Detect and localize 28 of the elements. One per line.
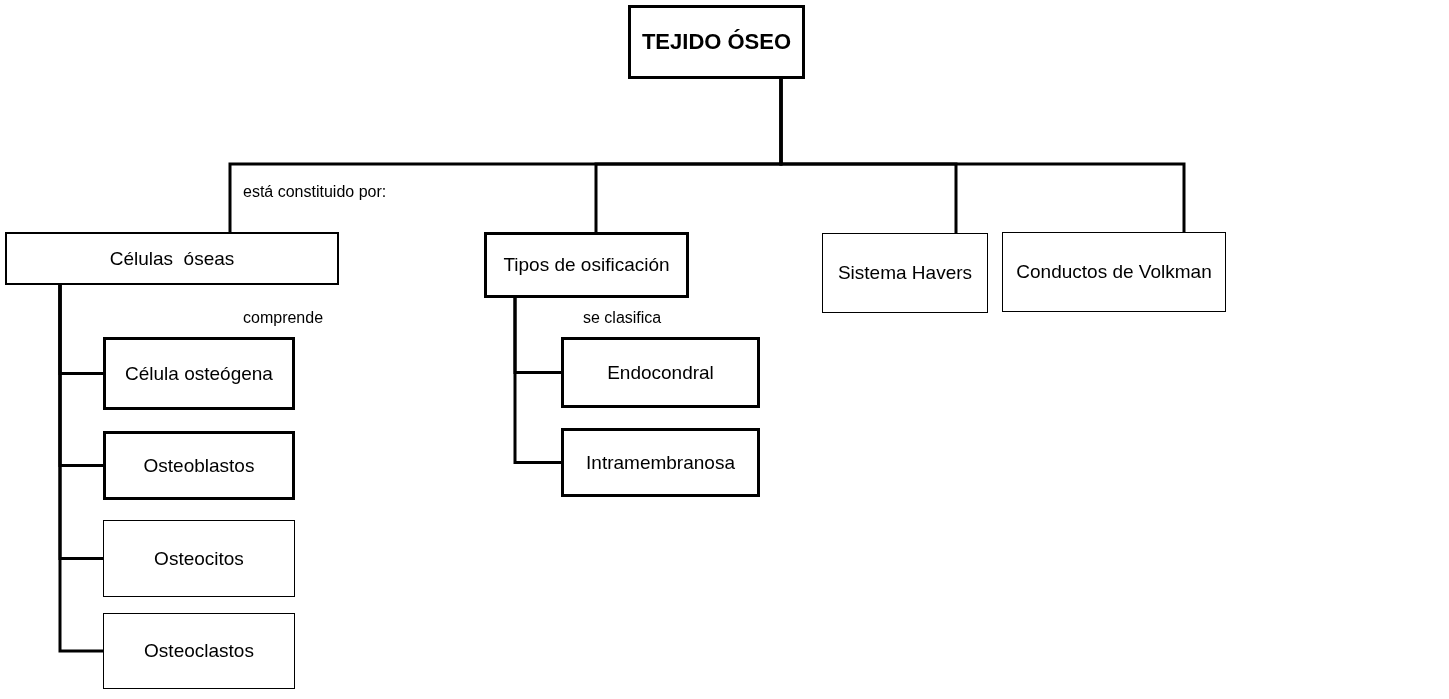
concept-box <box>103 337 295 410</box>
concept-box <box>103 520 295 597</box>
concept-box <box>103 431 295 500</box>
concept-box <box>5 232 339 285</box>
concept-box <box>1002 232 1226 312</box>
node-text: Conductos de Volkman <box>1016 261 1212 283</box>
concept-box <box>822 233 988 313</box>
node-text: Osteoclastos <box>144 640 254 662</box>
node-text: TEJIDO ÓSEO <box>641 29 792 55</box>
node-text: Células óseas <box>109 247 235 270</box>
connector-line <box>58 285 103 653</box>
concept-box <box>103 613 295 689</box>
node-text: Célula osteógena <box>125 362 273 385</box>
concept-box <box>561 337 760 408</box>
note-text: comprende <box>243 309 324 327</box>
node-text: Endocondral <box>607 361 714 384</box>
concept-box <box>484 232 689 298</box>
note-text: se clasifica <box>583 309 662 327</box>
node-text: Osteoblastos <box>143 454 255 477</box>
connector-line <box>779 79 1186 232</box>
title-box <box>628 5 805 79</box>
concept-box <box>561 428 760 497</box>
node-text: Tipos de osificación <box>503 254 670 276</box>
node-text: Sistema Havers <box>837 262 973 284</box>
connector-line <box>513 298 561 464</box>
edge-label: está constituido por: <box>243 183 387 201</box>
node-text: Osteocitos <box>154 547 244 570</box>
node-text: Intramembranosa <box>586 451 735 474</box>
